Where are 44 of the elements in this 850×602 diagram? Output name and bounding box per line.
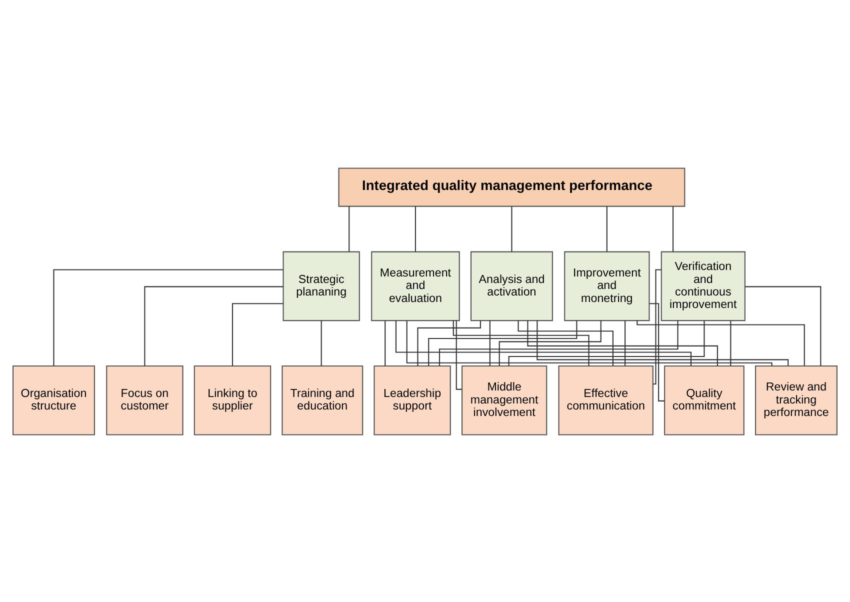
connector [384, 320, 386, 366]
connector [452, 320, 590, 366]
node-box: Review and tracking performance [755, 365, 838, 435]
connector [438, 320, 678, 366]
node-box: Middle management involvement [462, 365, 548, 435]
connector [653, 268, 662, 384]
node-box: Linking to supplier [194, 365, 272, 435]
node-box: Effective communication [558, 365, 654, 435]
connector [320, 320, 322, 366]
node-box: Strategic plananing [282, 250, 360, 321]
connector [508, 320, 705, 366]
node-box: Improvement and monetring [564, 250, 650, 321]
node-box: Verification and continuous improvement [660, 250, 746, 321]
connector [624, 320, 626, 366]
node-box: Leadership support [374, 365, 451, 435]
node-box: Measurement and evaluation [371, 250, 460, 321]
connector [527, 320, 718, 366]
connector [730, 320, 732, 366]
node-box: Analysis and activation [470, 250, 553, 321]
node-box: Training and education [282, 365, 364, 435]
connector [428, 320, 578, 366]
connector [348, 206, 350, 252]
connector [650, 302, 665, 401]
connector [672, 206, 674, 252]
connector [395, 320, 692, 366]
node-box: Focus on customer [106, 365, 184, 435]
connector [53, 268, 283, 366]
connector [232, 302, 284, 366]
connector [511, 206, 512, 252]
connector [414, 206, 416, 252]
connector [417, 320, 481, 366]
connector [745, 286, 822, 366]
connector [498, 320, 602, 366]
connector [536, 320, 789, 366]
node-box: Quality commitment [664, 365, 744, 435]
connector [406, 320, 772, 366]
connector [144, 286, 284, 366]
node-box: Integrated quality management performance [338, 167, 686, 206]
node-box: Organisation structure [12, 365, 95, 435]
connector [489, 320, 490, 366]
connector [606, 206, 608, 252]
connector [456, 320, 462, 390]
connector [518, 320, 614, 366]
connector [636, 320, 805, 366]
